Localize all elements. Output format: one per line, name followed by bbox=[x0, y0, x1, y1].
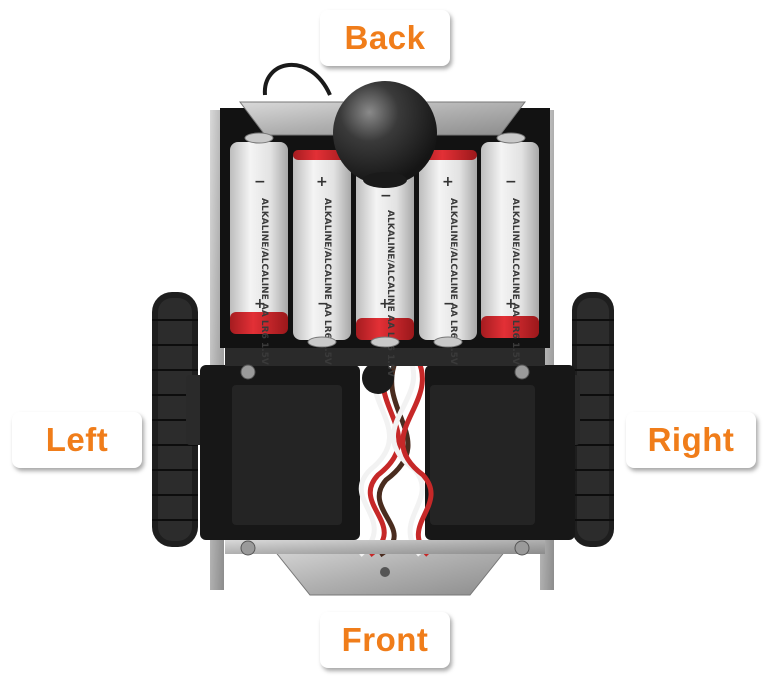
battery-5-top-polarity: − bbox=[505, 174, 517, 190]
battery-5: − + ALKALINE/ALCALINE AA LR6 1.5V bbox=[481, 142, 539, 365]
battery-5-label: ALKALINE/ALCALINE AA LR6 1.5V bbox=[510, 198, 520, 365]
left-servo bbox=[200, 365, 360, 540]
battery-2-bottom-polarity: − bbox=[317, 296, 329, 312]
plate-hole bbox=[380, 567, 390, 577]
battery-terminals bbox=[244, 132, 526, 348]
top-cable bbox=[262, 63, 332, 96]
battery-3-label: ALKALINE/ALCALINE AA LR6 1.5V bbox=[385, 210, 395, 377]
label-front: Front bbox=[320, 612, 450, 668]
right-servo bbox=[425, 365, 575, 540]
lower-crossbar bbox=[225, 540, 545, 554]
middle-bracket bbox=[225, 348, 545, 366]
caster-mount bbox=[363, 172, 407, 188]
right-wheel bbox=[558, 292, 614, 547]
battery-4: + − ALKALINE/ALCALINE AA LR6 1.5V bbox=[419, 150, 477, 365]
label-left: Left bbox=[12, 412, 142, 468]
battery-2-label: ALKALINE/ALCALINE AA LR6 1.5V bbox=[322, 198, 332, 365]
battery-4-top-polarity: + bbox=[442, 174, 454, 190]
battery-5-bottom-polarity: + bbox=[505, 296, 517, 312]
wire-grommet bbox=[362, 362, 394, 394]
label-back: Back bbox=[320, 10, 450, 66]
battery-4-bottom-polarity: − bbox=[443, 296, 455, 312]
battery-1: − + ALKALINE/ALCALINE AA LR6 1.5V bbox=[230, 142, 288, 365]
servo-wires bbox=[358, 358, 434, 558]
battery-4-label: ALKALINE/ALCALINE AA LR6 1.5V bbox=[448, 198, 458, 365]
robot-photo: − + ALKALINE/ALCALINE AA LR6 1.5V + − AL… bbox=[152, 63, 614, 596]
battery-3-bottom-polarity: + bbox=[379, 296, 391, 312]
battery-2-top-polarity: + bbox=[316, 174, 328, 190]
battery-1-label: ALKALINE/ALCALINE AA LR6 1.5V bbox=[259, 198, 269, 365]
battery-3-top-polarity: − bbox=[380, 188, 392, 204]
label-right: Right bbox=[626, 412, 756, 468]
battery-2: + − ALKALINE/ALCALINE AA LR6 1.5V bbox=[293, 150, 351, 365]
battery-3: − + ALKALINE/ALCALINE AA LR6 1.5V bbox=[356, 150, 414, 377]
screws bbox=[240, 364, 530, 556]
battery-1-top-polarity: − bbox=[254, 174, 266, 190]
caster-ball bbox=[333, 81, 437, 185]
battery-1-bottom-polarity: + bbox=[254, 296, 266, 312]
